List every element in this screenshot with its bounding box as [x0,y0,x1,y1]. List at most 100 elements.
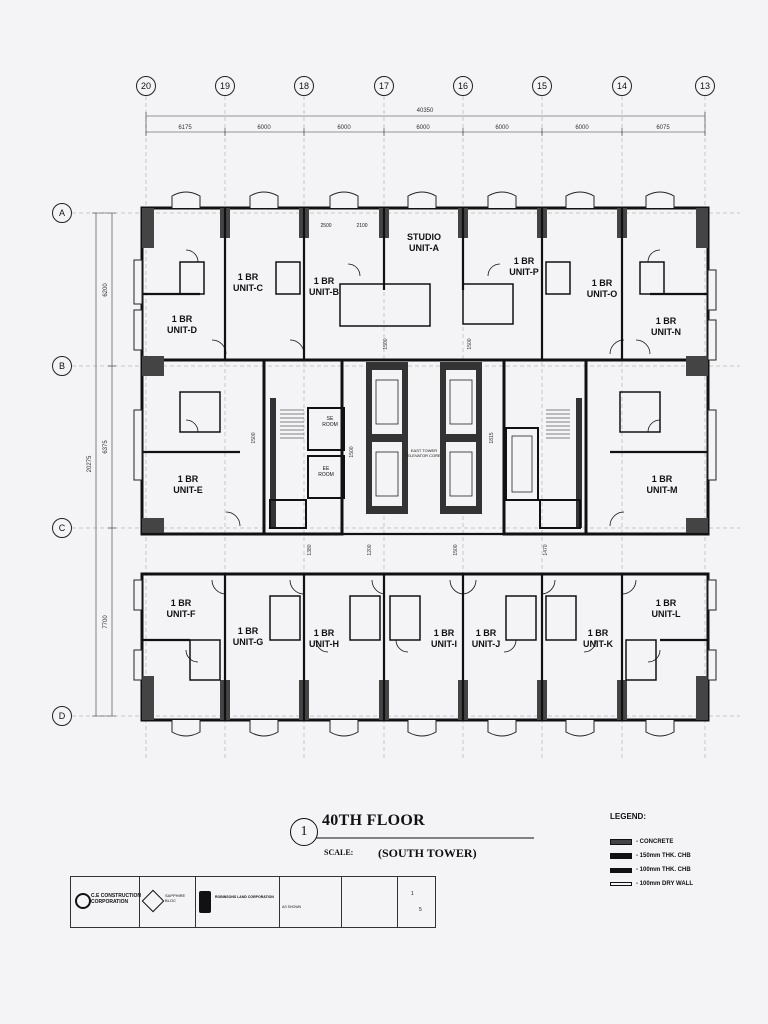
row-spacing-2: 6375 [103,440,109,454]
unit-label-i: 1 BR UNIT-I [431,628,457,649]
dimension-lines [92,112,706,717]
interior-dimension: 1500 [453,544,459,556]
contractor-cell: C.E CONSTRUCTION CORPORATION [71,877,141,927]
drawing-title: 40TH FLOOR [322,812,426,829]
scale-cell: AS SHOWN [279,877,342,927]
legend-swatch [610,853,632,859]
door-swings [185,249,661,663]
column-spacing-1: 6175 [178,125,192,131]
title-strip: C.E CONSTRUCTION CORPORATION SAPPHIRE BL… [70,876,436,928]
unit-label-b: 1 BR UNIT-B [309,276,339,297]
column-spacing-2: 6000 [257,125,271,131]
elevator-core [262,358,588,536]
wet-areas [179,261,665,681]
unit-label-g: 1 BR UNIT-G [232,626,264,647]
row-spacing-1: 6200 [103,283,109,297]
interior-dimension: 1500 [251,432,257,444]
grid-bubble-18: 18 [294,76,314,96]
interior-dimension: 1500 [383,338,389,350]
interior-dimension: 1815 [489,432,495,444]
unit-label-e: 1 BR UNIT-E [173,474,203,495]
legend-item-150chb: - 150mm THK. CHB [610,849,750,863]
grid-bubble-14: 14 [612,76,632,96]
grid-bubble-20: 20 [136,76,156,96]
legend-label: - 150mm THK. CHB [636,853,691,859]
bottom-balconies [171,720,675,737]
column-spacing-3: 6000 [337,125,351,131]
contractor-logo [75,893,91,909]
room-label-ee: EE ROOM [318,466,334,478]
unit-label-n: 1 BR UNIT-N [651,316,681,337]
sheet-number-bubble: 1 [290,818,318,846]
legend-item-100chb: - 100mm THK. CHB [610,863,750,877]
legend-swatch [610,867,632,873]
unit-label-c: 1 BR UNIT-C [233,272,263,293]
grid-bubble-b: B [52,356,72,376]
grid-bubble-a: A [52,203,72,223]
unit-label-studio-a: STUDIO UNIT-A [406,232,442,253]
overall-height-dimension: 20275 [87,455,93,473]
column-spacing-6: 6000 [575,125,589,131]
overall-width-dimension: 40350 [416,108,434,114]
contractor-name: C.E CONSTRUCTION CORPORATION [91,893,141,905]
elevator-core-label: EAST TOWER ELEVATOR CORE [407,448,441,458]
interior-dimension: 1500 [349,446,355,458]
grid-bubble-17: 17 [374,76,394,96]
project-logo [141,889,165,913]
legend-label: - 100mm THK. CHB [636,867,691,873]
grid-bubble-16: 16 [453,76,473,96]
sheet-no-top: 1 [411,891,414,897]
owner-name: ROBINSONS LAND CORPORATION [215,895,274,899]
project-name: SAPPHIRE BLOC [165,893,186,903]
unit-label-k: 1 BR UNIT-K [583,628,613,649]
project-cell: SAPPHIRE BLOC [139,877,196,927]
legend-label: - CONCRETE [636,839,674,845]
column-spacing-5: 6000 [495,125,509,131]
interior-dimension: 1500 [467,338,473,350]
owner-cell: ROBINSONS LAND CORPORATION [195,877,280,927]
interior-dimension: 1380 [307,544,313,556]
legend-swatch [610,882,632,886]
grid-bubble-c: C [52,518,72,538]
drawing-subtitle: (SOUTH TOWER) [378,846,477,860]
interior-dimension: 2500 [320,223,332,229]
legend-item-concrete: - CONCRETE [610,835,750,849]
unit-label-m: 1 BR UNIT-M [646,474,678,495]
owner-logo [199,891,211,913]
floor-plan-drawing [72,96,740,760]
unit-label-p: 1 BR UNIT-P [509,256,539,277]
sheet-no-cell: 1 5 [397,877,435,927]
column-spacing-7: 6075 [656,125,670,131]
row-spacing-3: 7700 [103,615,109,629]
grid-bubble-19: 19 [215,76,235,96]
unit-label-f: 1 BR UNIT-F [166,598,196,619]
checked-cell [341,877,398,927]
sheet-no-bottom: 5 [419,907,422,913]
title-underline [316,837,534,839]
interior-dimension: 2100 [356,223,368,229]
legend-swatch [610,839,632,845]
column-spacing-4: 6000 [416,125,430,131]
scale-value: AS SHOWN [282,905,302,909]
drawing-title-block: 1 40TH FLOOR SCALE: (SOUTH TOWER) [288,806,538,866]
top-balconies [171,191,675,208]
legend: LEGEND: - CONCRETE - 150mm THK. CHB - 10… [610,812,750,891]
unit-label-d: 1 BR UNIT-D [167,314,197,335]
room-label-se: SE ROOM [322,416,338,428]
unit-label-h: 1 BR UNIT-H [309,628,339,649]
scale-label: SCALE: [324,848,354,857]
interior-dimension: 1470 [543,544,549,556]
side-windows [133,259,717,681]
grid-bubble-d: D [52,706,72,726]
grid-bubble-13: 13 [695,76,715,96]
unit-label-j: 1 BR UNIT-J [471,628,501,649]
legend-title: LEGEND: [610,812,646,821]
legend-item-drywall: - 100mm DRY WALL [610,877,750,891]
interior-dimension: 1200 [367,544,373,556]
unit-label-o: 1 BR UNIT-O [586,278,618,299]
partition-walls [142,208,708,720]
grid-bubble-15: 15 [532,76,552,96]
unit-label-l: 1 BR UNIT-L [651,598,681,619]
legend-label: - 100mm DRY WALL [636,881,694,887]
